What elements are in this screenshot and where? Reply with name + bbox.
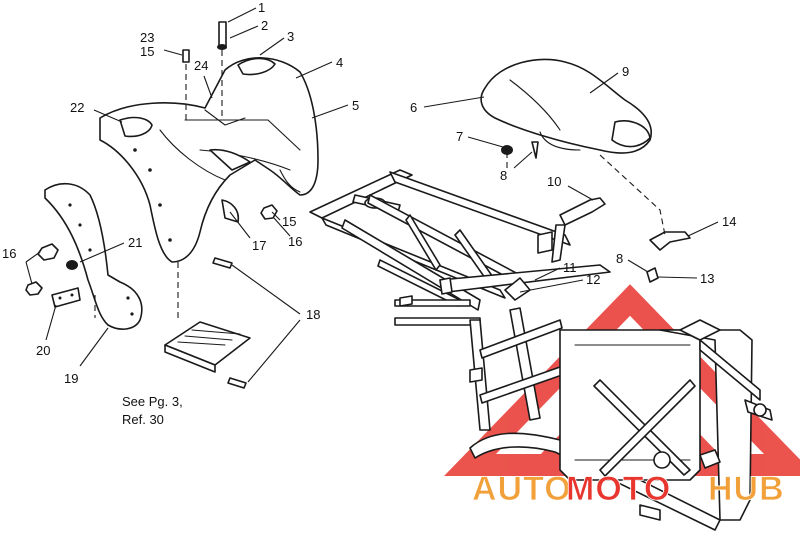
callout-2: 2 <box>261 18 268 33</box>
callout-12: 12 <box>586 272 600 287</box>
callout-19: 19 <box>64 371 78 386</box>
watermark-word-moto: MOTO <box>566 470 671 508</box>
callout-24: 24 <box>194 58 208 73</box>
callout-6: 6 <box>410 100 417 115</box>
callout-18: 18 <box>306 307 320 322</box>
watermark-word-auto: AUTO <box>472 470 572 508</box>
callout-9: 9 <box>622 64 629 79</box>
nut-16-right <box>260 204 278 220</box>
leader-lines <box>25 7 719 383</box>
callout-8-upper: 8 <box>500 168 507 183</box>
guide-seat-bracket <box>599 154 666 236</box>
bolt-18-lower <box>227 377 247 389</box>
seat-bracket <box>646 231 691 283</box>
reference-note-line1: See Pg. 3, <box>122 394 183 409</box>
callout-20: 20 <box>36 343 50 358</box>
rear-fender <box>99 57 319 263</box>
callout-7: 7 <box>456 129 463 144</box>
callout-10: 10 <box>547 174 561 189</box>
callout-13: 13 <box>700 271 714 286</box>
callout-5: 5 <box>352 98 359 113</box>
callout-21: 21 <box>128 235 142 250</box>
callout-17: 17 <box>252 238 266 253</box>
callout-23: 23 <box>140 30 154 45</box>
bolt-top <box>217 21 227 50</box>
callout-1: 1 <box>258 0 265 15</box>
callout-15-lower: 15 <box>282 214 296 229</box>
callout-11: 11 <box>563 260 577 275</box>
bolt-23 <box>182 49 190 63</box>
callout-16-left: 16 <box>2 246 16 261</box>
seat-hardware <box>501 141 539 159</box>
washer-21 <box>66 260 78 270</box>
reference-note-line2: Ref. 30 <box>122 412 164 427</box>
callout-8-lower: 8 <box>616 251 623 266</box>
bolt-18-upper <box>212 257 233 269</box>
bracket-20 <box>51 287 81 308</box>
foot-plate <box>164 321 251 373</box>
watermark-text: AUTO MOTO HUB <box>472 470 785 509</box>
watermark-word-hub: HUB <box>708 470 785 508</box>
callout-22: 22 <box>70 100 84 115</box>
callout-15-upper: 15 <box>140 44 154 59</box>
callout-16-right: 16 <box>288 234 302 249</box>
callout-14: 14 <box>722 214 736 229</box>
seat <box>480 58 652 154</box>
nut-16-left <box>25 243 59 296</box>
chassis-frame <box>309 169 773 531</box>
callout-4: 4 <box>336 55 343 70</box>
callout-3: 3 <box>287 29 294 44</box>
